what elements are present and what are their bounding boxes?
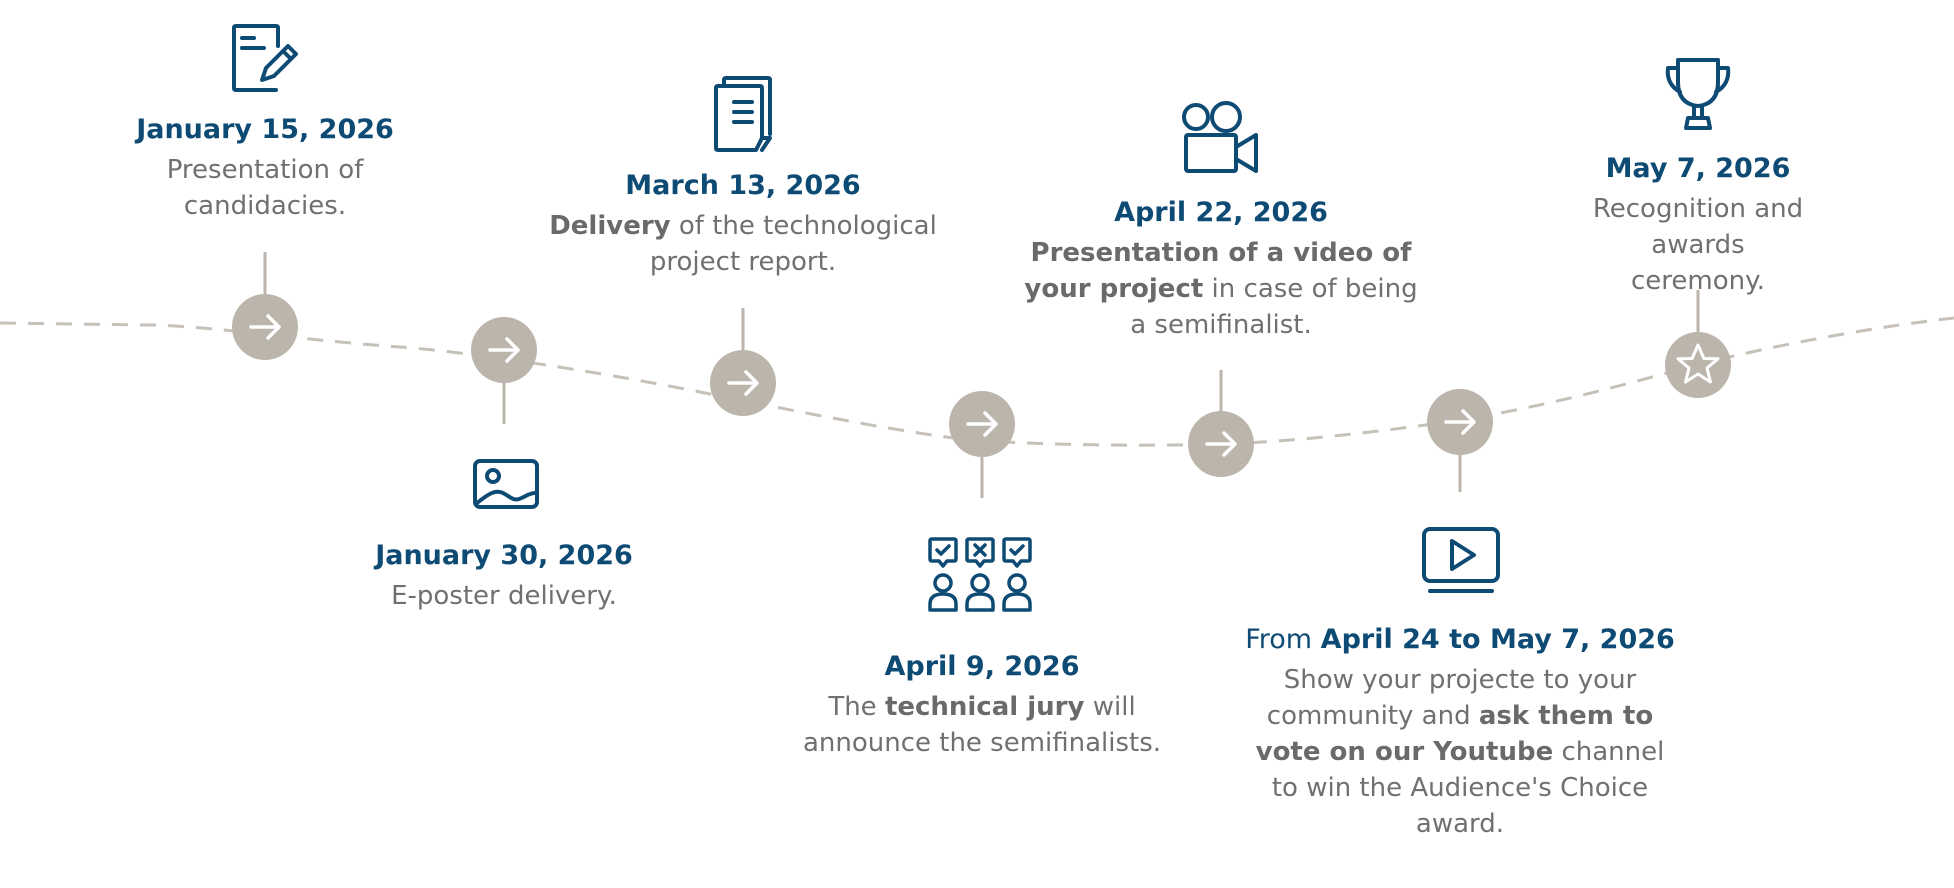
milestone-description: Presentation of candidacies. — [166, 155, 364, 221]
trophy-icon — [1665, 58, 1731, 130]
milestone-date: April 22, 2026 — [1114, 197, 1328, 228]
milestone-7: May 7, 2026 Recognition and awards cerem… — [1570, 151, 1826, 299]
milestone-1: January 15, 2026 Presentation of candida… — [136, 112, 394, 224]
milestone-description: Show your projecte to your community and… — [1255, 665, 1665, 839]
milestone-description: E-poster delivery. — [391, 581, 617, 611]
marker-arrow-2 — [471, 317, 537, 383]
milestone-date: April 9, 2026 — [884, 651, 1080, 682]
jury-vote-icon — [928, 537, 1032, 612]
milestone-date: From April 24 to May 7, 2026 — [1245, 624, 1675, 655]
marker-arrow-5 — [1188, 411, 1254, 477]
milestone-date: January 15, 2026 — [136, 114, 394, 145]
milestone-description: Presentation of a video of your project … — [1024, 238, 1418, 340]
milestone-date: January 30, 2026 — [375, 540, 633, 571]
milestone-6: From April 24 to May 7, 2026 Show your p… — [1245, 622, 1675, 842]
milestone-date: March 13, 2026 — [625, 170, 861, 201]
report-document-icon — [714, 76, 772, 152]
play-screen-icon — [1422, 527, 1500, 593]
milestone-description: Delivery of the technological project re… — [549, 211, 937, 277]
marker-arrow-1 — [232, 294, 298, 360]
milestone-3: March 13, 2026 Delivery of the technolog… — [549, 168, 937, 280]
marker-star — [1665, 332, 1731, 398]
milestone-5: April 22, 2026 Presentation of a video o… — [1024, 195, 1417, 343]
document-pencil-icon — [232, 24, 298, 92]
video-camera-icon — [1182, 101, 1258, 173]
marker-arrow-3 — [710, 350, 776, 416]
marker-arrow-6 — [1427, 389, 1493, 455]
milestone-2: January 30, 2026 E-poster delivery. — [375, 538, 633, 614]
marker-arrow-4 — [949, 391, 1015, 457]
milestone-date: May 7, 2026 — [1605, 153, 1791, 184]
milestone-description: Recognition and awards ceremony. — [1592, 194, 1804, 296]
milestone-description: The technical jury will announce the sem… — [802, 692, 1162, 758]
image-icon — [473, 459, 539, 509]
milestone-4: April 9, 2026 The technical jury will an… — [803, 649, 1161, 761]
